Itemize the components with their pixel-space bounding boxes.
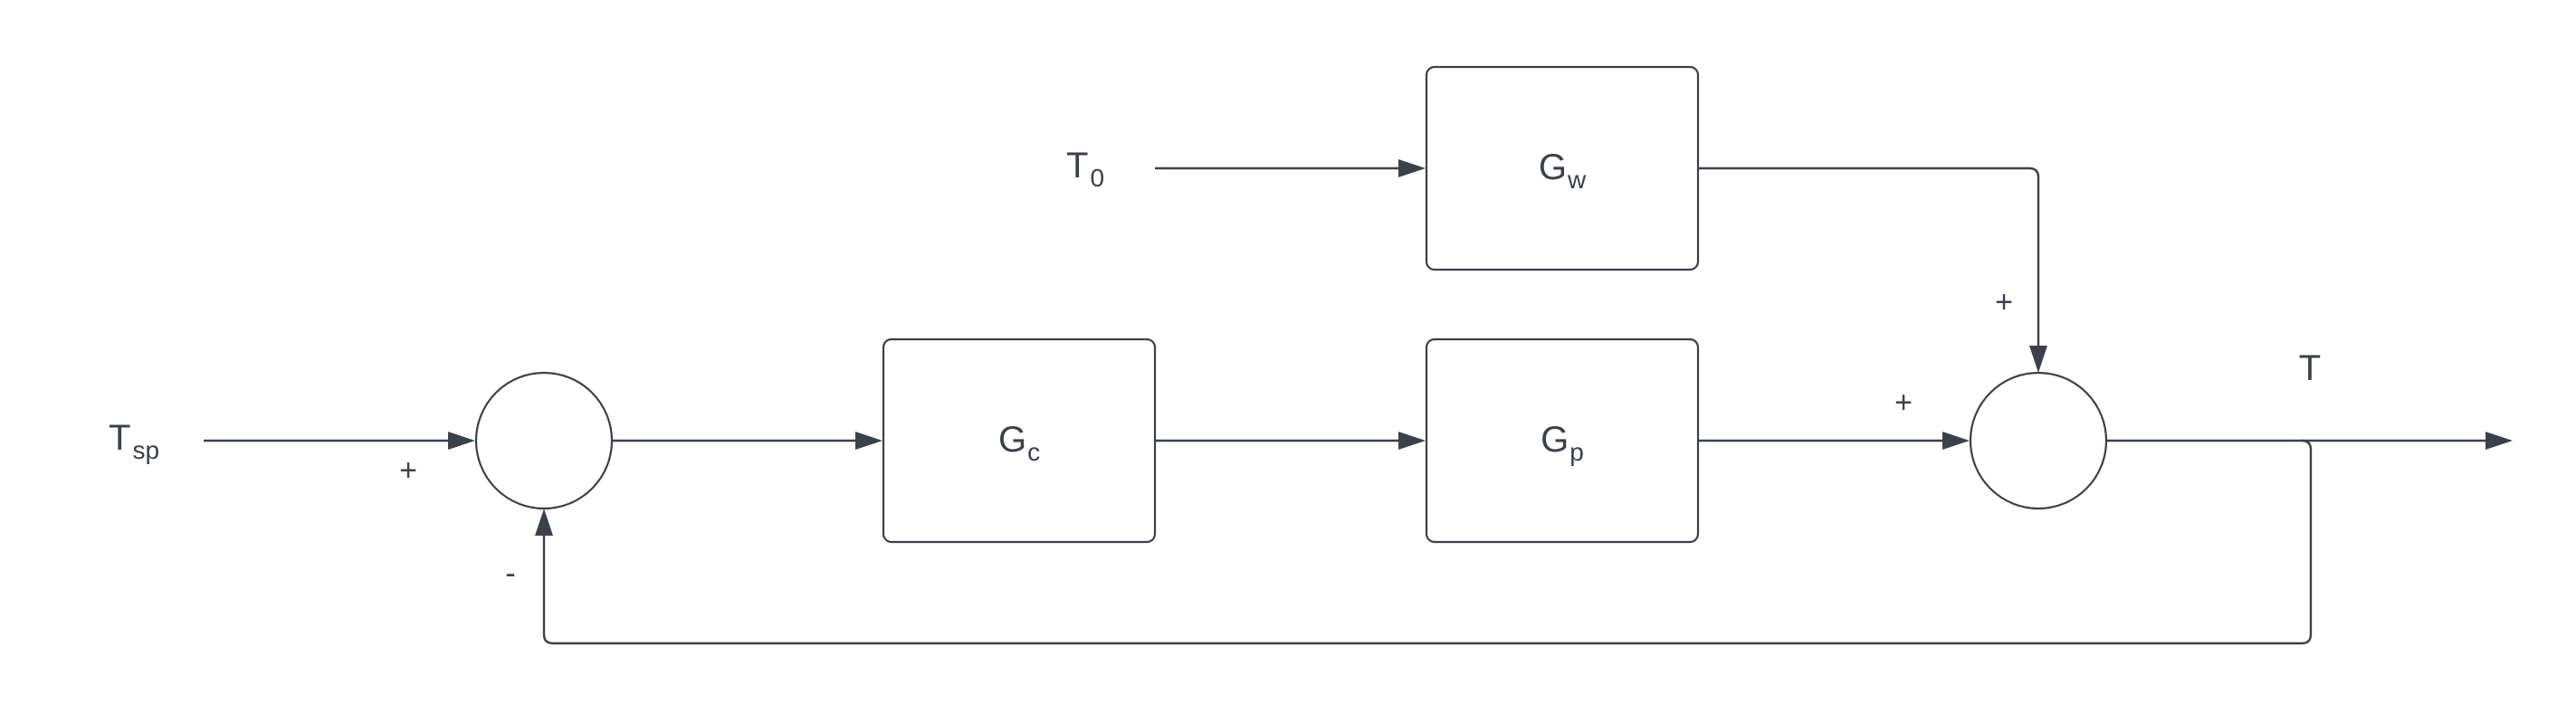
disturbance-output-arrowhead — [2029, 346, 2047, 373]
disturbance-input-label: T0 — [1066, 146, 1104, 192]
summing-junction-error — [474, 371, 614, 510]
setpoint-label: Tsp — [109, 418, 159, 464]
setpoint-arrowhead — [448, 432, 475, 450]
process-output-arrowhead — [1942, 432, 1970, 450]
summing-junction-output — [1969, 371, 2108, 510]
output-label: T — [2299, 348, 2321, 388]
controller-block-label: Gc — [998, 420, 1040, 466]
disturbance-output-line — [1698, 166, 2040, 355]
error-arrowhead — [855, 432, 883, 450]
feedback-arrowhead — [535, 509, 553, 536]
disturbance-plus-sign: + — [1995, 285, 2013, 319]
process-plus-sign: + — [1894, 385, 1913, 420]
feedback-minus-sign: - — [505, 556, 515, 591]
setpoint-plus-sign: + — [399, 453, 417, 488]
disturbance-input-arrowhead — [1398, 159, 1426, 177]
output-arrowhead — [2485, 432, 2513, 450]
process-block-label: Gp — [1541, 420, 1584, 466]
controller-output-arrowhead — [1398, 432, 1426, 450]
feedback-line — [542, 439, 2313, 645]
disturbance-block-label: Gw — [1539, 147, 1587, 194]
